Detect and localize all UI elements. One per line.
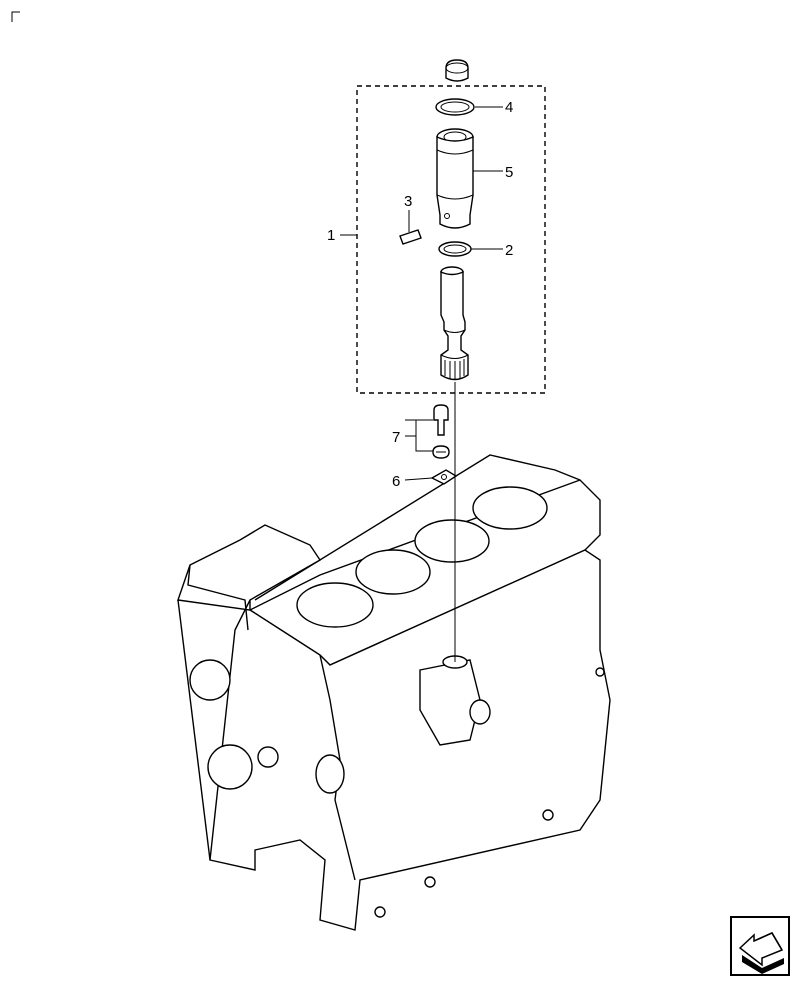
block-front-face xyxy=(177,524,611,931)
cylinder-bore-4 xyxy=(472,486,548,530)
assembly-outline xyxy=(356,85,546,394)
callout-6: 6 xyxy=(392,473,400,490)
cap xyxy=(445,59,469,82)
callout-leaders xyxy=(340,106,503,481)
callout-4: 4 xyxy=(505,99,513,116)
cylinder-bore-1 xyxy=(296,582,374,628)
lock-plate-hole xyxy=(441,474,447,480)
corner-mark xyxy=(11,11,20,22)
callout-7: 7 xyxy=(392,429,400,446)
engine-block xyxy=(177,454,611,931)
callout-2: 2 xyxy=(505,242,513,259)
boss-2 xyxy=(207,744,253,790)
lock-plate-6 xyxy=(430,469,458,485)
block-rear-edge xyxy=(254,454,581,601)
pump-side-port xyxy=(469,699,491,725)
arrow-icon[interactable] xyxy=(730,916,790,976)
bolt-2 xyxy=(424,876,436,888)
sleeve-5 xyxy=(436,128,474,229)
bolt-7 xyxy=(432,404,450,459)
o-ring-2-inner xyxy=(443,244,467,254)
pump-mount-pad xyxy=(419,659,481,746)
drive-shaft xyxy=(440,266,469,381)
cylinder-bore-3 xyxy=(414,519,490,563)
bolt-1 xyxy=(374,906,386,918)
boss-3 xyxy=(257,746,279,768)
callout-5: 5 xyxy=(505,164,513,181)
pin-3 xyxy=(399,229,422,245)
block-left-edge xyxy=(177,599,211,861)
block-flange xyxy=(187,564,249,631)
bolt-4 xyxy=(595,667,605,677)
boss-4 xyxy=(315,754,345,794)
boss-1 xyxy=(189,659,231,701)
o-ring-4-inner xyxy=(440,101,470,113)
callout-1: 1 xyxy=(327,227,335,244)
bolt-3 xyxy=(542,809,554,821)
callout-3: 3 xyxy=(404,193,412,210)
cylinder-bore-2 xyxy=(355,549,431,595)
o-ring-4 xyxy=(435,98,475,116)
